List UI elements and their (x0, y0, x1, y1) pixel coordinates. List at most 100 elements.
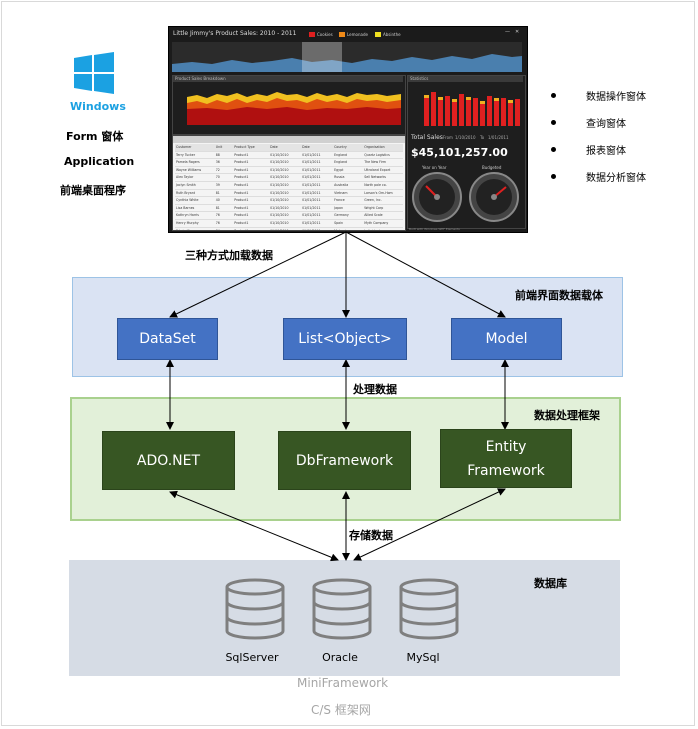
table-header-cell: Date (270, 145, 278, 149)
gauge-year-on-year-label: Year on Year (422, 165, 447, 170)
screenshot-title: Little Jimmy's Product Sales: 2010 - 201… (173, 30, 297, 37)
table-cell: Product1 (234, 198, 249, 203)
framework-layer-title: 数据处理框架 (534, 409, 600, 422)
table-cell: North pole co. (364, 182, 387, 187)
table-cell: Ultraland Export (364, 167, 391, 172)
table-cell: Product1 (234, 160, 249, 165)
table-cell: 81 (215, 190, 220, 195)
table-cell: 01/01/2011 (302, 190, 321, 195)
sqlserver-database-icon (225, 578, 285, 640)
table-cell: 39 (215, 182, 220, 187)
table-cell: 01/01/2011 (302, 175, 321, 180)
table-cell: Product1 (234, 152, 249, 157)
table-cell: 01/10/2010 (270, 152, 289, 157)
adonet-box: ADO.NET (102, 431, 235, 490)
entity-framework-line1: Entity (485, 438, 527, 455)
oracle-database-icon (312, 578, 372, 640)
overview-strip[interactable] (172, 42, 522, 72)
table-cell: Australia (334, 182, 349, 187)
arrow-to-dataset (169, 231, 347, 318)
to-date: 1/01/2011 (488, 135, 509, 140)
table-cell: Sell Networks (364, 175, 386, 180)
table-cell: 01/01/2011 (302, 228, 321, 231)
table-cell: 01/10/2010 (270, 167, 289, 172)
gauge-year-on-year (412, 172, 462, 222)
entity-framework-line2: Framework (467, 462, 545, 479)
table-cell: France (334, 198, 345, 203)
label-store-data: 存储数据 (349, 529, 393, 542)
windows-logo-icon (74, 52, 114, 94)
table-cell: Individual (364, 228, 380, 231)
from-label: From (443, 135, 453, 140)
watermark-cs-site: C/S 框架网 (311, 703, 371, 717)
breakdown-title: Product Sales Breakdown (173, 76, 403, 82)
table-cell: Terry Tucker (176, 152, 196, 157)
table-cell: 01/01/2011 (302, 152, 321, 157)
bullet-query: 查询窗体 (551, 115, 626, 130)
table-cell: Cynthia White (176, 198, 199, 203)
table-cell: 01/10/2010 (270, 213, 289, 218)
arrow-adonet-db (169, 490, 339, 562)
application-label: Application (64, 155, 135, 168)
table-header-cell: Customer (176, 145, 192, 149)
gauges (412, 172, 519, 222)
table-cell: Vietnam (334, 190, 348, 195)
table-cell: Malaysia (334, 228, 349, 231)
table-cell: The New Firm (364, 160, 386, 165)
legend-swatch-absinthe (375, 32, 381, 37)
minimize-icon[interactable]: — (505, 29, 510, 35)
arrow-entity-db (353, 488, 506, 561)
table-cell: Jaclyn Smith (176, 182, 196, 187)
bullet-dot (551, 93, 556, 98)
legend-swatch-lemonade (339, 32, 345, 37)
table-cell: 01/10/2010 (270, 182, 289, 187)
table-header-cell: Organisation (364, 145, 385, 149)
statistics-bar-chart (424, 92, 520, 126)
close-icon[interactable]: ✕ (515, 29, 520, 35)
table-cell: Russia (334, 175, 345, 180)
table-cell: 01/01/2011 (302, 167, 321, 172)
table-cell: Product1 (234, 190, 249, 195)
table-cell: 88 (215, 152, 220, 157)
table-cell: Allied Scale (364, 213, 383, 218)
windows-logo-text: Windows (70, 100, 126, 113)
frontend-layer-title: 前端界面数据载体 (515, 289, 603, 302)
table-cell: 76 (215, 220, 220, 225)
mysql-label: MySql (406, 651, 440, 664)
table-cell: 01/01/2011 (302, 198, 321, 203)
bullet-text: 查询窗体 (586, 119, 626, 130)
from-date: 1/10/2010 (455, 135, 476, 140)
oracle-label: Oracle (322, 651, 358, 664)
entity-framework-box: Entity Framework (440, 429, 572, 488)
bullet-dot (551, 174, 556, 179)
table-cell: 01/10/2010 (270, 198, 289, 203)
table-cell: Product1 (234, 205, 249, 210)
desktop-program-label: 前端桌面程序 (60, 184, 126, 197)
table-cell: Product1 (234, 228, 249, 231)
dbframework-box: DbFramework (278, 431, 411, 490)
table-cell: Green, Inc. (364, 198, 382, 203)
table-cell: Kathryn Harris (176, 213, 199, 218)
total-sales-value: $45,101,257.00 (411, 146, 508, 159)
table-cell: Product1 (234, 213, 249, 218)
table-cell: 01/01/2011 (302, 220, 321, 225)
table-row[interactable]: Terry Tucker 88 Product1 01/10/2010 01/01/20… (175, 152, 403, 160)
table-cell: Product1 (234, 167, 249, 172)
bullet-text: 报表窗体 (586, 146, 626, 157)
form-label: Form 窗体 (66, 130, 124, 143)
table-cell: 76 (215, 213, 220, 218)
table-toolbar (173, 136, 405, 143)
arrow-to-model (345, 231, 506, 318)
table-header-cell: Unit (215, 145, 223, 149)
